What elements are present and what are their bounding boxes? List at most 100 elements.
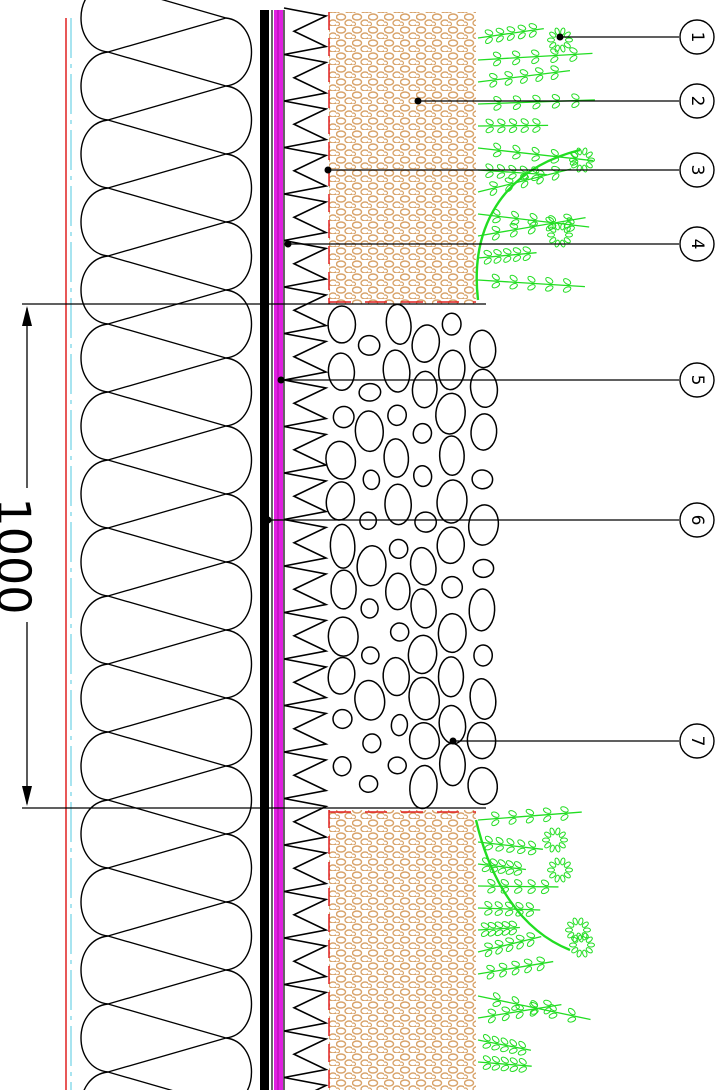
leaf-icon [495,27,505,34]
leaf-icon [571,162,579,169]
leaf-icon [560,857,566,866]
plant-stem [477,863,527,871]
leaf-icon [578,917,584,926]
leaf-icon [563,237,571,244]
pebble-icon [469,368,499,409]
callout-2: 2 [414,83,715,119]
pebble-icon [467,766,499,806]
leaf-icon [500,1046,509,1053]
pebble-icon [411,324,441,363]
leaf-icon [554,874,560,883]
leaf-icon [485,163,494,171]
leaf-icon [500,887,509,894]
leaf-icon [563,872,571,879]
leaf-icon [536,176,544,185]
leaf-icon [567,932,575,939]
pebble-icon [407,634,438,675]
leaf-icon [531,49,540,56]
leaf-icon [527,848,537,856]
leaf-icon [531,146,540,154]
leaf-icon [571,947,579,954]
pebble-icon [327,352,356,392]
leaf-icon [569,55,578,62]
leaf-icon [547,867,555,873]
leaf-icon [487,929,497,937]
leaf-icon [576,932,582,941]
leaf-icon [504,71,513,78]
leaf-icon [532,118,541,125]
leaf-icon [532,126,541,133]
callout-circle [679,723,715,759]
callout-circle [679,19,715,55]
pebble-icon [435,392,466,435]
leaf-icon [565,37,573,43]
leaf-icon [484,949,493,958]
leaf-icon [511,50,521,58]
leaf-icon [516,942,524,950]
leaf-icon [576,147,582,156]
pebble-icon [437,349,466,391]
leaf-icon [509,274,518,282]
plant-stem [477,907,541,911]
leaf-icon [511,996,520,1004]
pebble-icon [330,569,357,610]
leaf-icon [549,237,557,244]
leaf-icon [485,36,493,44]
leaf-icon [511,960,520,967]
leaf-icon [486,964,495,971]
leaf-icon [560,806,569,813]
leaf-icon [508,817,517,825]
pebble-icon [388,538,409,560]
leaf-icon [567,1007,576,1016]
drainage-board-profile [283,7,329,1090]
leaf-icon [485,118,494,126]
pebble-icon [472,558,495,579]
leaf-icon [501,1006,511,1013]
leaf-icon [517,24,527,31]
pebble-icon [356,545,387,587]
plant-stem [477,1039,532,1051]
leaf-icon [549,861,557,868]
leaf-icon [523,958,533,965]
leaf-icon [508,928,517,936]
dim-arrow-bottom [22,786,32,806]
leaf-icon [566,217,575,225]
plant-stem [477,52,593,61]
leaf-icon [511,210,520,218]
leaf-icon [494,929,504,937]
callout-circle [679,226,715,262]
leaf-icon [491,1044,500,1051]
pebble-icon [409,546,437,586]
pebble-icon [408,722,441,760]
leaf-icon [525,910,535,917]
leaf-icon [517,32,526,40]
leaf-icon [514,879,523,886]
leaf-icon [522,246,532,253]
insulation-layer [80,0,253,1090]
leaf-icon [582,164,588,173]
leaf-icon [524,966,533,974]
insulation-left-loops [80,0,109,1090]
leaf-icon [489,80,498,88]
plant-stem [477,811,582,821]
leaf-icon [495,35,504,43]
pebble-icon [412,464,433,488]
leaf-icon [520,118,529,125]
insulation-zigzag-icon [107,0,229,1090]
leaf-icon [497,859,506,867]
leaf-icon [529,1001,538,1009]
leaf-icon [545,285,554,292]
leaf-icon [497,118,506,126]
leaf-icon [491,1055,500,1063]
plant-stem [477,69,571,83]
leaf-icon [563,226,571,233]
pebble-icon [362,469,381,491]
pebble-icon [414,511,438,533]
leaf-icon [542,807,552,814]
leaf-icon [542,837,550,843]
leaf-icon [508,810,517,817]
pebble-icon [412,422,433,444]
leaf-icon [551,165,561,172]
pebble-icon [436,526,466,565]
